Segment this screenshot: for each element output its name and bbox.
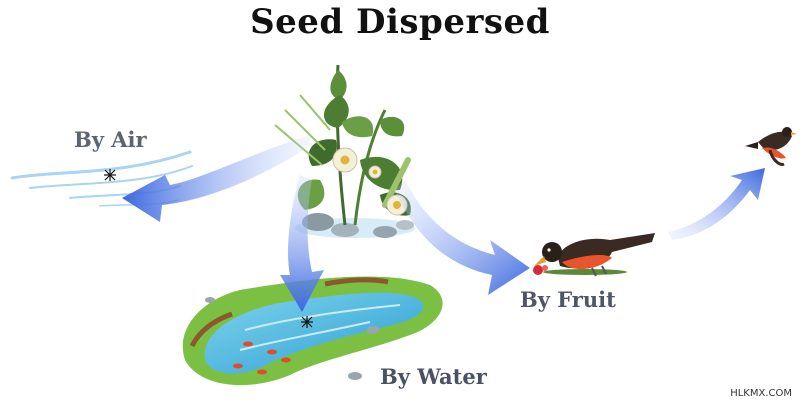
arrow-fly-away: [668, 168, 765, 240]
fish-icon: [233, 341, 291, 375]
river-illustration: [182, 276, 443, 386]
water-seed-icon: [301, 316, 313, 328]
arrow-to-water: [280, 175, 324, 312]
arrow-to-air: [122, 135, 312, 222]
diagram-title: Seed Dispersed: [250, 2, 550, 42]
label-by-fruit: By Fruit: [520, 287, 616, 312]
plant-illustration: [274, 64, 415, 238]
flying-bird-icon: [745, 127, 797, 166]
label-by-water: By Water: [380, 364, 487, 389]
daisy-flower-icon: [332, 147, 358, 173]
site-watermark: HLKMX.COM: [730, 388, 792, 399]
daisy-flower-icon: [368, 165, 382, 179]
label-by-air: By Air: [74, 127, 147, 152]
arrow-to-fruit: [395, 180, 530, 295]
wind-streaks: [10, 150, 193, 207]
robin-bird-icon: [533, 233, 655, 277]
air-seed-icon: [104, 169, 116, 181]
